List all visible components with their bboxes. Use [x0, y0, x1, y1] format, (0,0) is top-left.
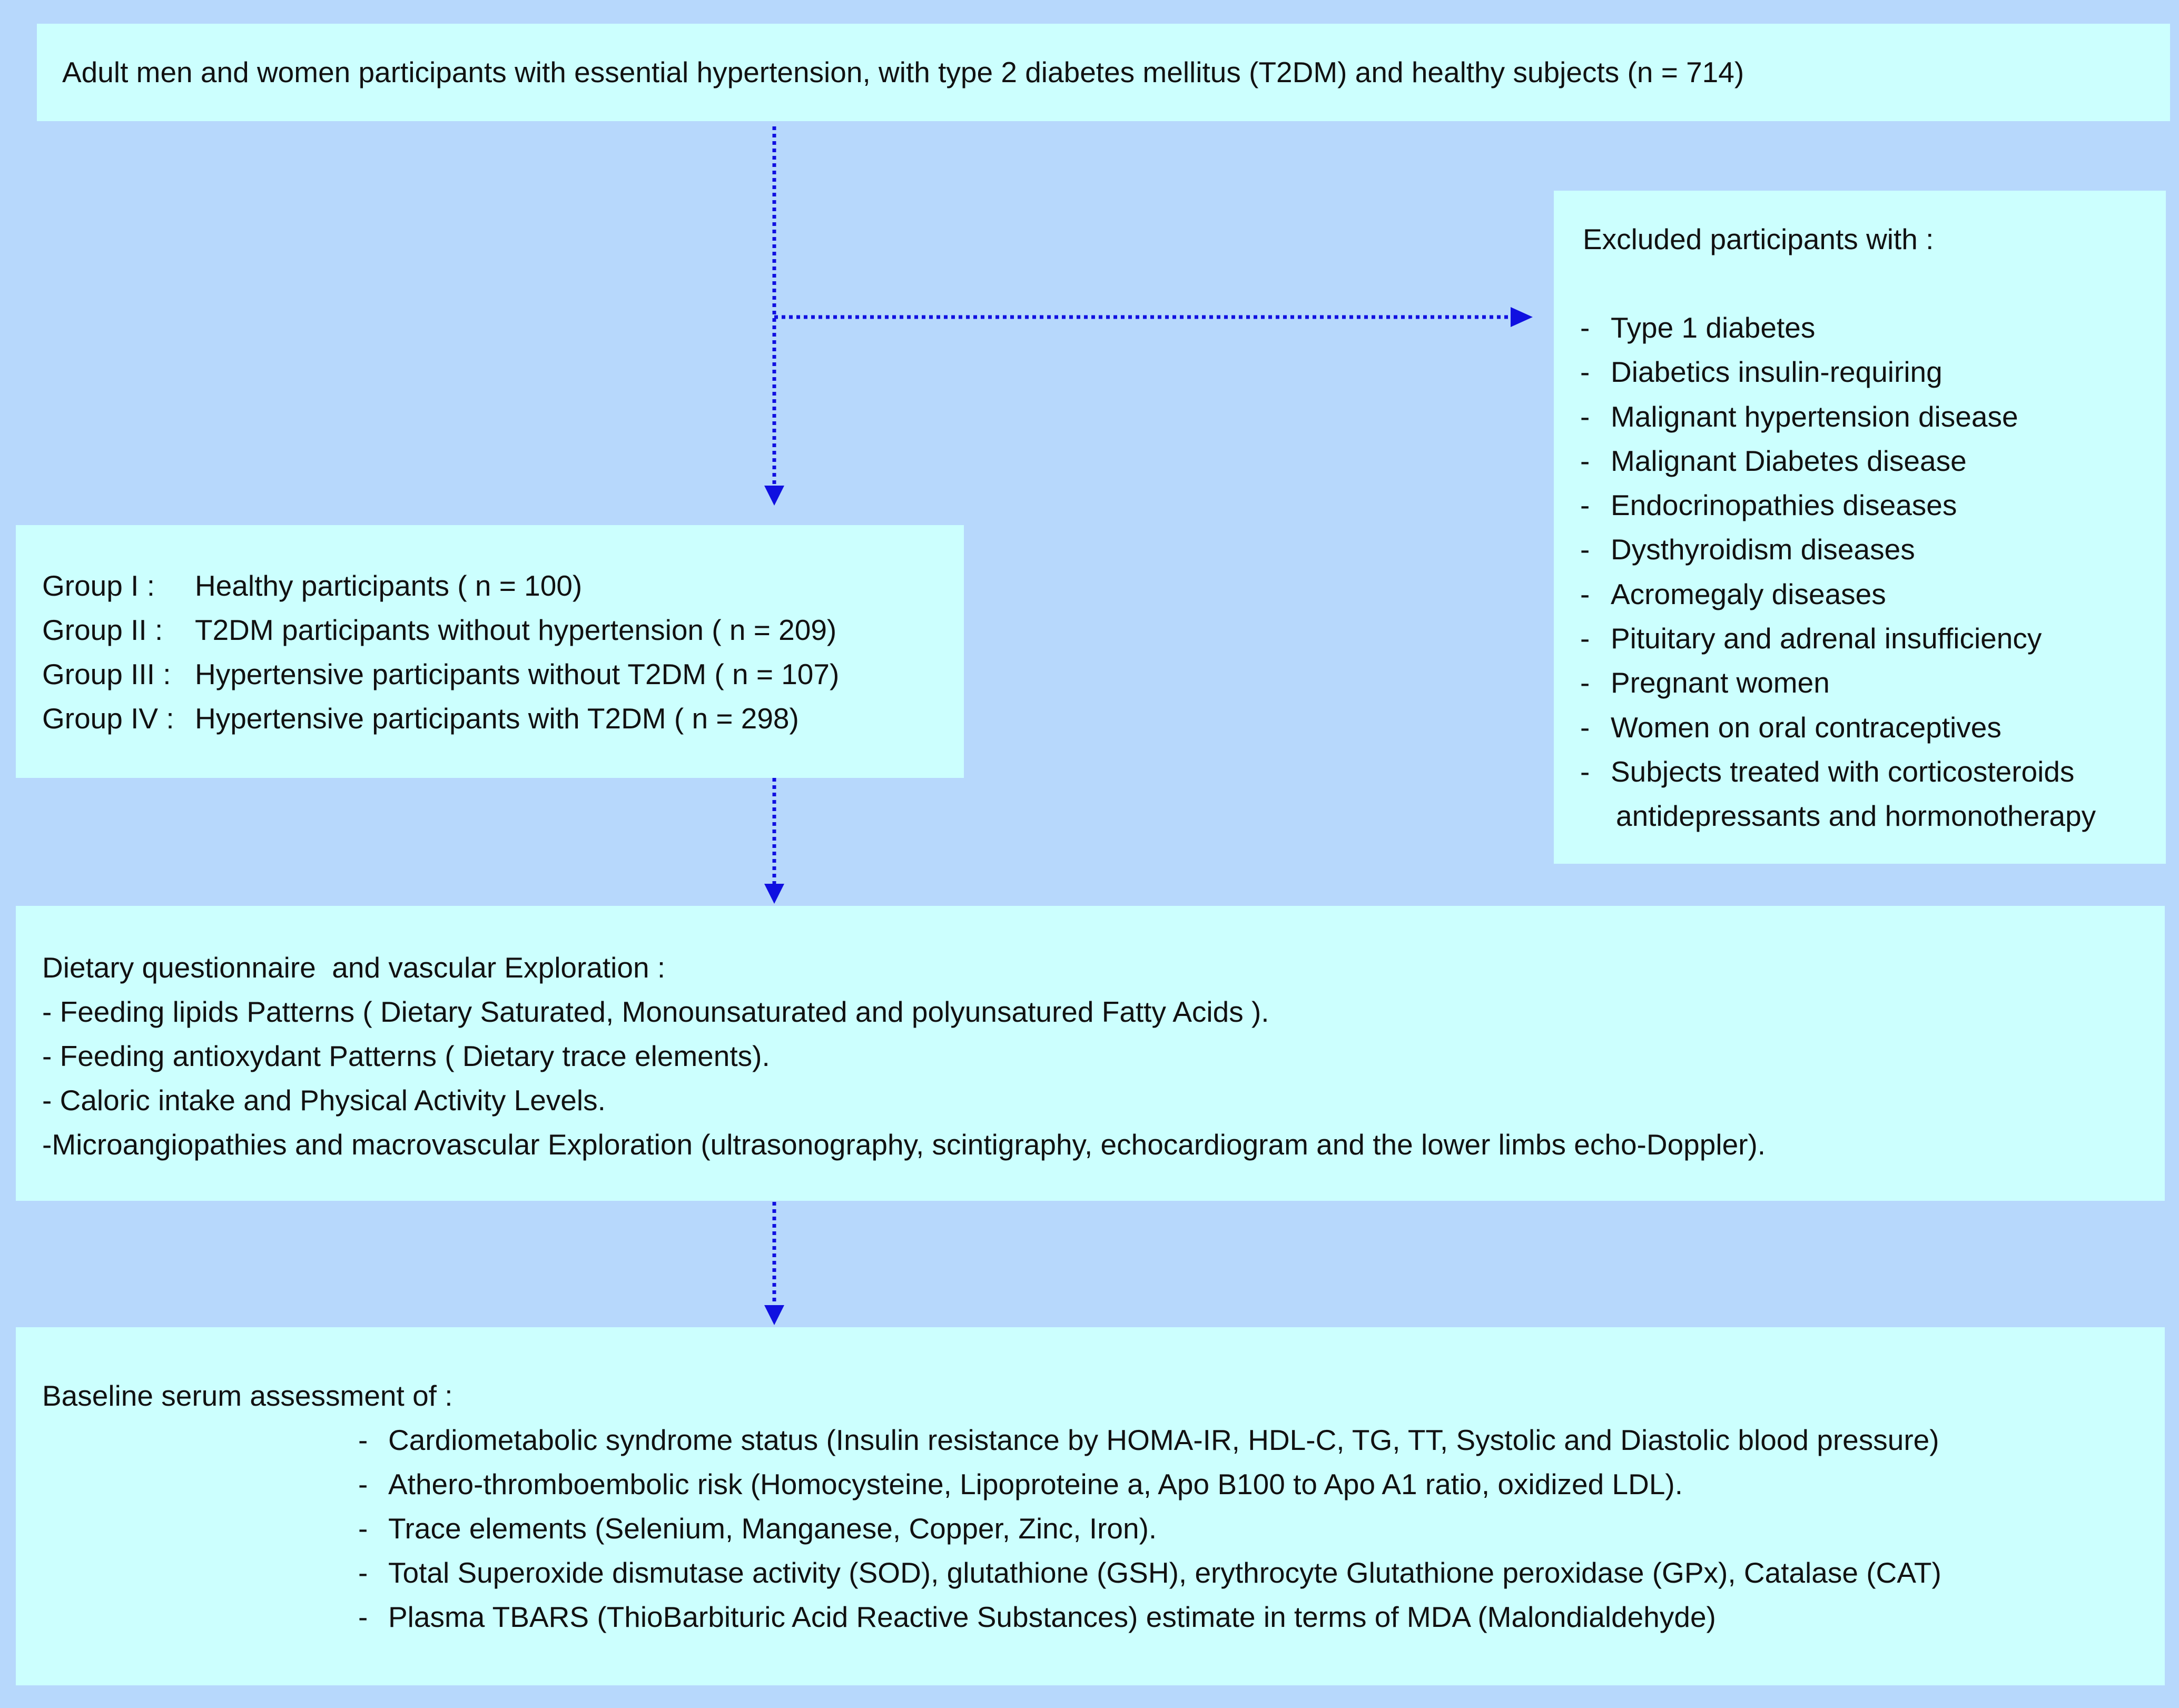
- exclusion-item: -Acromegaly diseases: [1580, 572, 2096, 616]
- exclusion-item-dash: -: [1580, 311, 1590, 344]
- baseline-box: [16, 1327, 2165, 1685]
- exclusion-item-dash: -: [1580, 356, 1590, 389]
- exclusion-item: -Type 1 diabetes: [1580, 305, 2096, 350]
- exclusion-item-dash: -: [1580, 666, 1590, 699]
- exclusion-item: -Pituitary and adrenal insufficiency: [1580, 616, 2096, 660]
- baseline-item-text: Trace elements (Selenium, Manganese, Cop…: [388, 1512, 1157, 1545]
- group-label: Group I :: [42, 569, 155, 602]
- exclusion-item-text: Type 1 diabetes: [1611, 311, 1816, 344]
- population-text: Adult men and women participants with es…: [62, 56, 1744, 88]
- exclusion-item-text: Acromegaly diseases: [1611, 577, 1886, 610]
- group-label: Group III :: [42, 658, 171, 690]
- exclusion-list: -Type 1 diabetes-Diabetics insulin-requi…: [1580, 305, 2096, 838]
- dietary-item: - Feeding lipids Patterns ( Dietary Satu…: [42, 995, 1269, 1028]
- exclusion-item: -Malignant hypertension disease: [1580, 394, 2096, 439]
- group-description: Hypertensive participants with T2DM ( n …: [195, 702, 799, 735]
- baseline-item-dash: -: [358, 1468, 368, 1500]
- baseline-item: -Trace elements (Selenium, Manganese, Co…: [358, 1506, 1941, 1551]
- groups-list: Group I : Healthy participants ( n = 100)…: [42, 564, 839, 741]
- exclusion-item: -Malignant Diabetes disease: [1580, 439, 2096, 483]
- exclusion-item: -Dysthyroidism diseases: [1580, 527, 2096, 571]
- baseline-item-dash: -: [358, 1424, 368, 1456]
- exclusion-item-dash: -: [1580, 400, 1590, 433]
- exclusion-item-dash: -: [1580, 489, 1590, 522]
- exclusion-item-dash: -: [1580, 444, 1590, 477]
- arrowhead-dietary: [764, 884, 784, 904]
- groups-box: [16, 525, 964, 778]
- group-label: Group II :: [42, 614, 163, 646]
- exclusion-item-dash: -: [1580, 533, 1590, 566]
- arrowhead-excluded: [1511, 307, 1533, 327]
- group-row: Group II : T2DM participants without hype…: [42, 608, 839, 652]
- baseline-item-dash: -: [358, 1512, 368, 1545]
- exclusion-item-text: Subjects treated with corticosteroids: [1611, 755, 2075, 788]
- group-row: Group IV : Hypertensive participants with…: [42, 696, 839, 741]
- group-row: Group I : Healthy participants ( n = 100): [42, 564, 839, 608]
- exclusion-item-dash: -: [1580, 622, 1590, 655]
- baseline-item-text: Plasma TBARS (ThioBarbituric Acid Reacti…: [388, 1601, 1716, 1633]
- exclusion-item: -Diabetics insulin-requiring: [1580, 350, 2096, 394]
- exclusion-item-dash: -: [1580, 577, 1590, 610]
- baseline-item: -Athero-thromboembolic risk (Homocystein…: [358, 1462, 1941, 1506]
- exclusion-item-text: Pregnant women: [1611, 666, 1830, 699]
- arrowhead-groups: [764, 486, 784, 506]
- baseline-list: -Cardiometabolic syndrome status (Insuli…: [358, 1418, 1941, 1639]
- group-description: T2DM participants without hypertension (…: [195, 614, 837, 646]
- exclusion-item: -Pregnant women: [1580, 660, 2096, 705]
- exclusion-item-text: Diabetics insulin-requiring: [1611, 356, 1943, 389]
- exclusion-item-text: Pituitary and adrenal insufficiency: [1611, 622, 2042, 655]
- baseline-item: -Cardiometabolic syndrome status (Insuli…: [358, 1418, 1941, 1462]
- baseline-item-text: Athero-thromboembolic risk (Homocysteine…: [388, 1468, 1683, 1500]
- arrowhead-baseline: [764, 1305, 784, 1325]
- exclusion-item-text: Endocrinopathies diseases: [1611, 489, 1957, 522]
- exclusion-item-text: Women on oral contraceptives: [1611, 710, 2001, 744]
- exclusion-item: -Endocrinopathies diseases: [1580, 483, 2096, 527]
- baseline-item-text: Cardiometabolic syndrome status (Insulin…: [388, 1424, 1939, 1456]
- exclusion-item-dash: -: [1580, 755, 1590, 788]
- group-row: Group III : Hypertensive participants wit…: [42, 652, 839, 696]
- exclusion-item: antidepressants and hormonotherapy: [1580, 794, 2096, 838]
- exclusion-item-text: Malignant hypertension disease: [1611, 400, 2018, 433]
- exclusion-item-text: antidepressants and hormonotherapy: [1616, 799, 2096, 833]
- exclusion-item-dash: -: [1580, 710, 1590, 744]
- group-description: Hypertensive participants without T2DM (…: [195, 658, 840, 690]
- exclusion-item: -Women on oral contraceptives: [1580, 705, 2096, 749]
- baseline-item: -Total Superoxide dismutase activity (SO…: [358, 1551, 1941, 1595]
- dietary-item: - Caloric intake and Physical Activity L…: [42, 1084, 606, 1117]
- dietary-item: - Feeding antioxydant Patterns ( Dietary…: [42, 1040, 770, 1072]
- exclusion-title: Excluded participants with :: [1583, 223, 1934, 255]
- baseline-item: -Plasma TBARS (ThioBarbituric Acid React…: [358, 1595, 1941, 1639]
- population-box: Adult men and women participants with es…: [37, 24, 2170, 121]
- exclusion-item-text: Malignant Diabetes disease: [1611, 444, 1967, 477]
- exclusion-item-text: Dysthyroidism diseases: [1611, 533, 1915, 566]
- baseline-title: Baseline serum assessment of :: [42, 1379, 453, 1412]
- dietary-item: -Microangiopathies and macrovascular Exp…: [42, 1128, 1766, 1161]
- dietary-list: Dietary questionnaire and vascular Explo…: [42, 945, 1766, 1167]
- baseline-item-dash: -: [358, 1601, 368, 1633]
- baseline-item-text: Total Superoxide dismutase activity (SOD…: [388, 1556, 1941, 1589]
- exclusion-item: -Subjects treated with corticosteroids: [1580, 749, 2096, 794]
- exclusion-box: Excluded participants with :: [1554, 191, 2166, 864]
- group-description: Healthy participants ( n = 100): [195, 569, 583, 602]
- baseline-item-dash: -: [358, 1556, 368, 1589]
- group-label: Group IV :: [42, 702, 174, 735]
- dietary-box: [16, 906, 2165, 1201]
- dietary-title: Dietary questionnaire and vascular Explo…: [42, 951, 666, 984]
